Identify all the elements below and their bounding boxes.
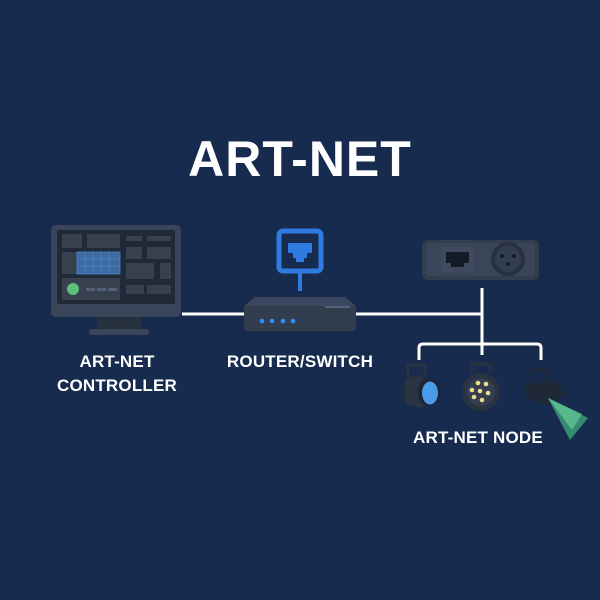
controller-label: ART-NET CONTROLLER <box>42 350 192 398</box>
cable-fixture-bracket <box>417 342 543 360</box>
controller-label-line2: CONTROLLER <box>56 376 178 395</box>
controller-label-line1: ART-NET <box>79 352 155 371</box>
rj45-port-icon <box>446 252 469 267</box>
node-label: ART-NET NODE <box>413 428 543 447</box>
led-light-icon <box>462 362 500 411</box>
router-icon <box>244 297 356 331</box>
router-label: ROUTER/SWITCH <box>226 352 374 371</box>
beam-light-icon <box>525 367 588 440</box>
dmx-node-icon <box>422 240 539 280</box>
par-light-icon <box>401 363 440 408</box>
monitor-icon <box>51 225 181 335</box>
ethernet-port-icon <box>276 228 324 291</box>
cables <box>182 288 543 360</box>
page-title: ART-NET <box>188 131 412 187</box>
